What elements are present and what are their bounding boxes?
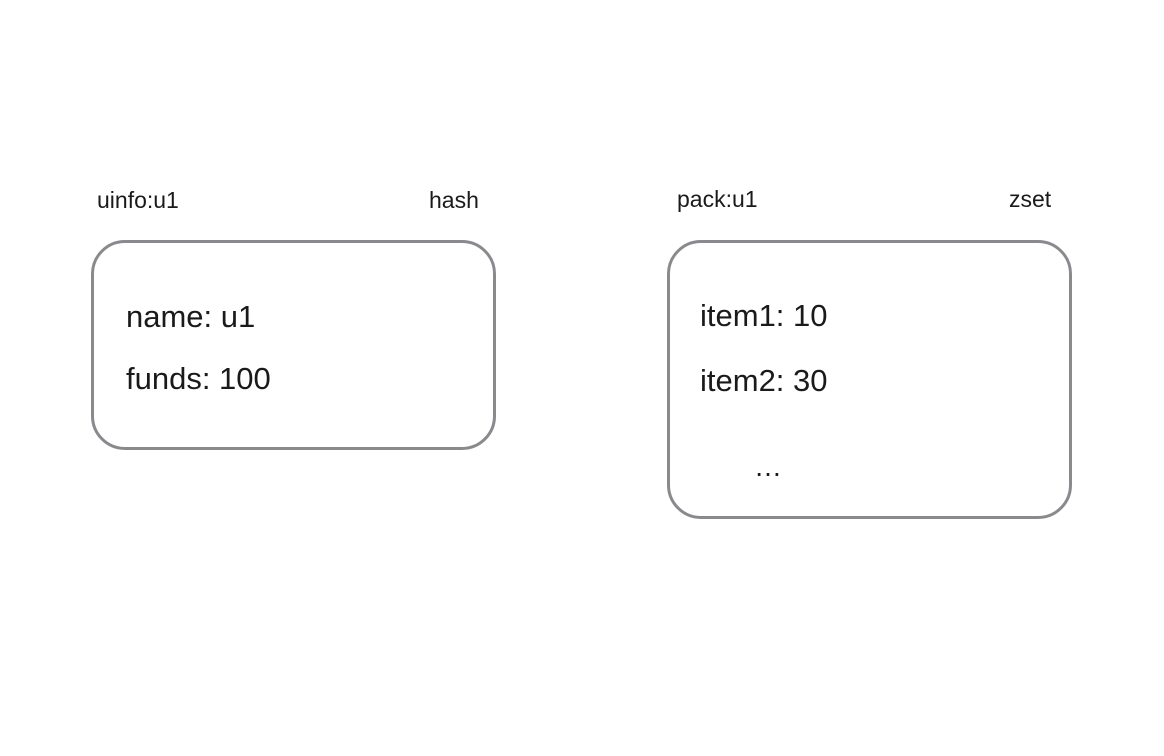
hash-field-funds: funds: 100	[126, 361, 271, 396]
hash-key-label: uinfo:u1	[97, 187, 179, 213]
hash-type-label: hash	[429, 187, 479, 213]
zset-member-item1: item1: 10	[700, 298, 828, 333]
zset-key-label: pack:u1	[677, 186, 758, 212]
zset-more-ellipsis: …	[754, 451, 782, 482]
hash-field-name: name: u1	[126, 299, 256, 334]
hash-container-box	[91, 240, 496, 450]
zset-member-item2: item2: 30	[700, 363, 828, 398]
zset-type-label: zset	[1009, 186, 1052, 212]
zset-container-box	[667, 240, 1072, 519]
